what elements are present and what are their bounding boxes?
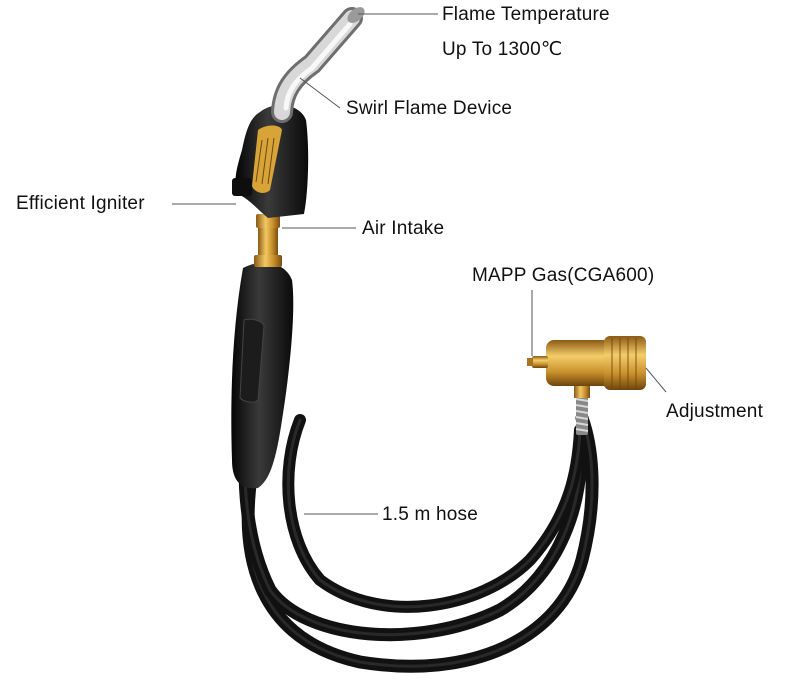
label-air-intake: Air Intake — [362, 218, 445, 239]
label-efficient-igniter: Efficient Igniter — [16, 193, 145, 214]
label-mapp-gas: MAPP Gas(CGA600) — [472, 265, 655, 286]
label-adjustment: Adjustment — [666, 401, 764, 422]
hose-spring — [575, 395, 589, 435]
leader-swirl-flame-device — [299, 77, 341, 109]
brass-connector — [254, 214, 282, 267]
regulator — [527, 336, 646, 398]
label-hose: 1.5 m hose — [382, 504, 478, 525]
label-flame-temperature-sub: Up To 1300℃ — [442, 39, 563, 60]
leader-lines — [172, 13, 667, 515]
label-swirl-flame-device: Swirl Flame Device — [346, 98, 513, 119]
leader-adjustment — [645, 367, 667, 393]
torch-handle — [231, 262, 294, 489]
label-flame-temperature: Flame Temperature — [442, 4, 610, 25]
hose — [238, 293, 599, 673]
flame-tube — [271, 7, 365, 123]
torch-head — [232, 105, 309, 218]
